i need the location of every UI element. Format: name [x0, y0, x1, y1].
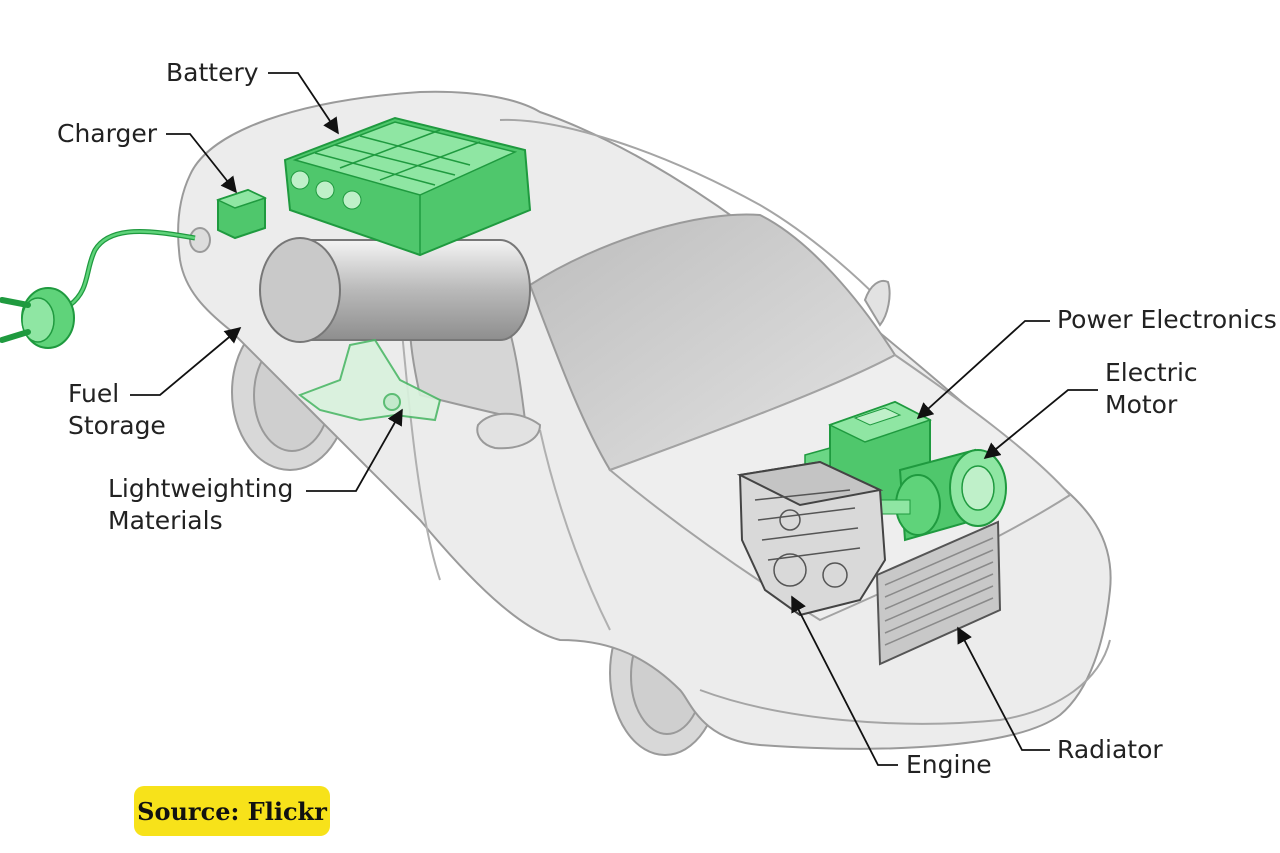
label-power-electronics: Power Electronics [1057, 305, 1277, 334]
leader-electric-motor [983, 389, 1098, 460]
engine-block [736, 460, 887, 617]
leader-fuel-storage [130, 326, 242, 396]
label-lightweighting-line1: Lightweighting [108, 474, 294, 503]
leader-battery [268, 72, 339, 135]
fuel-tank [259, 237, 531, 343]
charger-unit [215, 188, 268, 240]
source-badge: Source: Flickr [134, 786, 330, 836]
label-radiator: Radiator [1057, 735, 1163, 764]
callout-lines [130, 72, 1098, 766]
label-electric-motor-line2: Motor [1105, 390, 1178, 419]
label-lightweighting-line2: Materials [108, 506, 223, 535]
leader-power-electronics [916, 320, 1050, 420]
charging-plug [0, 228, 196, 349]
label-engine: Engine [906, 750, 992, 779]
radiator-unit [875, 520, 1002, 666]
battery-pack [283, 116, 532, 257]
label-electric-motor-line1: Electric [1105, 358, 1198, 387]
leader-engine [791, 595, 898, 766]
electric-motor-unit [879, 448, 1007, 542]
leader-charger [166, 133, 238, 194]
label-fuel-storage-line2: Storage [68, 411, 166, 440]
label-charger: Charger [57, 119, 157, 148]
label-electric-motor: Electric Motor [1105, 357, 1198, 421]
label-fuel-storage: Fuel Storage [68, 378, 166, 442]
label-fuel-storage-line1: Fuel [68, 379, 120, 408]
leader-lightweighting [306, 408, 403, 492]
label-battery: Battery [166, 58, 259, 87]
label-lightweighting-materials: Lightweighting Materials [108, 473, 293, 537]
leader-radiator [957, 626, 1050, 751]
